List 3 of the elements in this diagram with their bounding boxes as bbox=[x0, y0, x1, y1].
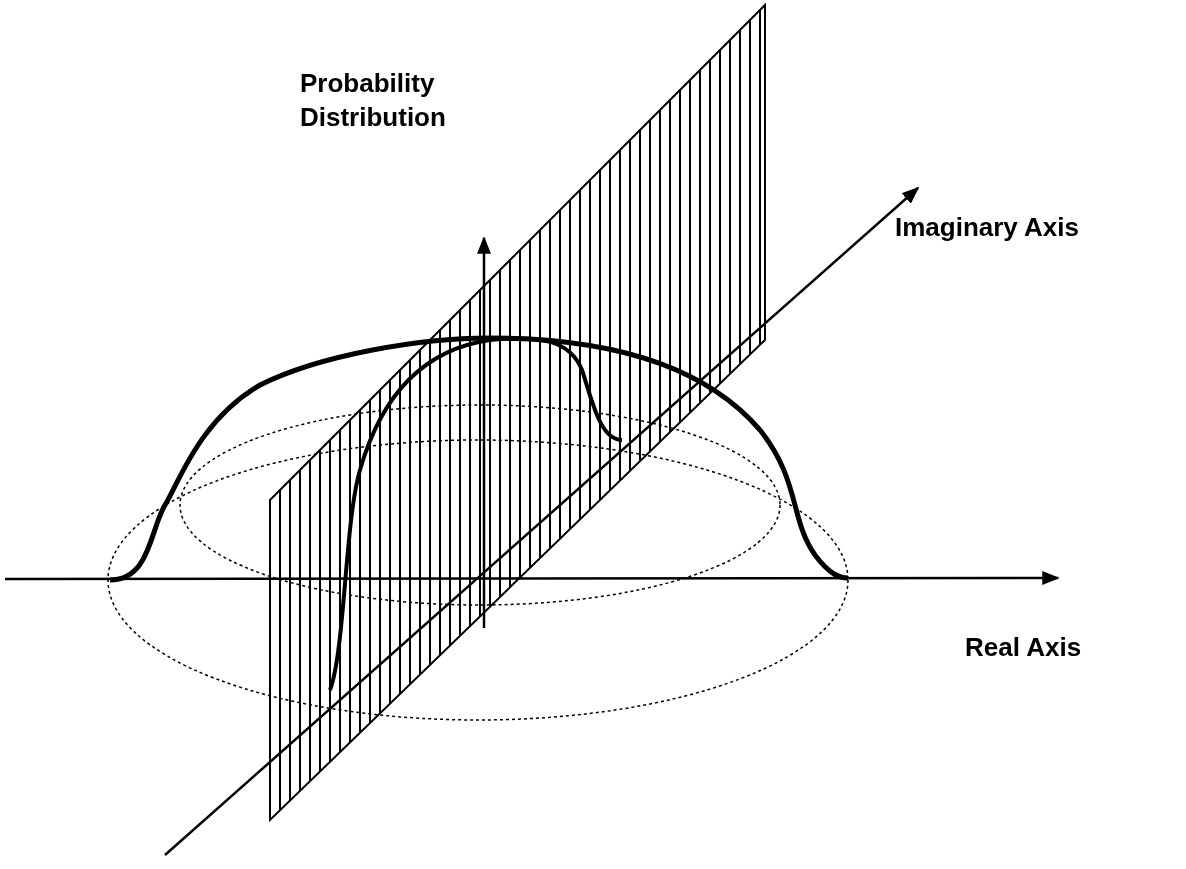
axis-label: Imaginary Axis bbox=[895, 211, 1079, 244]
axis-label: Real Axis bbox=[965, 631, 1082, 664]
axis-label: Probability Distribution bbox=[300, 67, 447, 134]
